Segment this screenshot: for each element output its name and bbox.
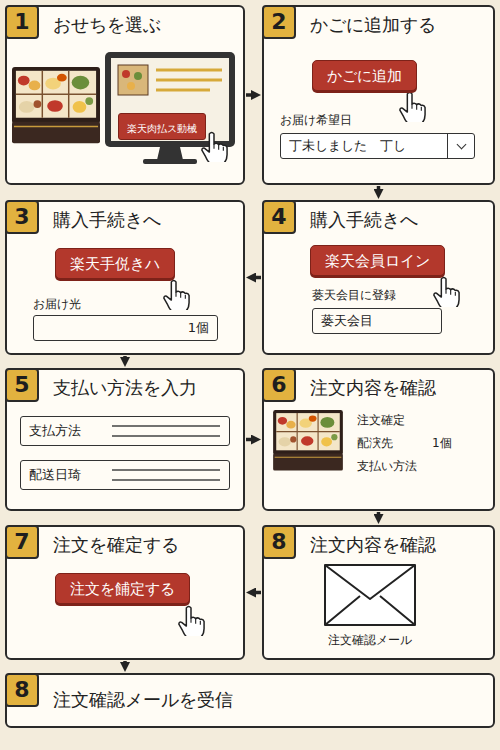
step-number: 3	[5, 200, 39, 234]
action-button: かごに追加	[312, 60, 417, 91]
flow-arrow	[246, 438, 253, 442]
field-label: 1個	[432, 436, 452, 450]
flow-arrow	[123, 661, 127, 664]
panel-grounds	[5, 5, 495, 728]
field-label: お届け希望日	[280, 113, 352, 127]
step-panel: 支払い方法を入力 5 支払方法配送日琦	[5, 368, 245, 511]
step-panel: 購入手続きへ蒌天会目に登録 4 楽天会員ロイン蒌天会目	[262, 200, 495, 355]
step-number: 2	[262, 5, 296, 39]
step-panel: 注文確認メールを受信 8	[5, 673, 495, 728]
osechi-box	[273, 410, 343, 470]
field-lines	[112, 426, 220, 480]
input-field: 蒌天会目	[312, 308, 442, 334]
field-label: 支払い方法	[357, 459, 417, 473]
step-title: 支払い方法を入力	[53, 377, 197, 399]
step-title: 注文内容を確認	[310, 377, 436, 399]
field-text: 蒌天会目	[321, 313, 373, 329]
flow-arrow	[377, 512, 381, 516]
field-text: 配送日琦	[29, 467, 81, 483]
step-panel: 注文を確定する 7 注文を餔定する	[5, 525, 245, 660]
step-title: かごに追加する	[310, 14, 436, 36]
step-number-text: 4	[271, 206, 286, 228]
step-number-text: 7	[14, 531, 29, 553]
step-number: 5	[5, 368, 39, 402]
field-label: 蒌天会目に登録	[312, 288, 396, 302]
dropdown-field: 丁未しました 丁し	[280, 133, 475, 159]
step-number: 8	[262, 525, 296, 559]
field-label: 配涋先	[357, 436, 393, 450]
step-panel: かごに追加するお届け希望日 2 かごに追加丁未しました 丁し	[262, 5, 495, 185]
step-title: 注文確認メールを受信	[53, 689, 233, 711]
step-number-text: 8	[271, 531, 286, 553]
action-button: 注文を餔定する	[55, 573, 190, 604]
step-panel: 注文内容を確認注文確認メール 8	[262, 525, 495, 660]
step-number-text: 3	[14, 206, 29, 228]
action-button: 楽天肉払ス動械	[118, 113, 206, 140]
field-label: お届け光	[33, 297, 81, 311]
field-text: 1個	[188, 320, 209, 336]
step-panel: おせちを選ぶ 1 楽天肉払ス動械	[5, 5, 245, 185]
action-button: 楽天手侻きハ	[55, 248, 175, 279]
button-label: 楽天肉払ス動械	[127, 123, 197, 134]
step-number: 4	[262, 200, 296, 234]
step-number: 7	[5, 525, 39, 559]
step-number: 8	[5, 673, 39, 707]
input-field: 1個	[33, 315, 218, 341]
step-number: 6	[262, 368, 296, 402]
step-title: おせちを選ぶ	[53, 14, 161, 36]
step-number-text: 1	[14, 11, 29, 33]
field-label: 注文確認メール	[328, 633, 412, 647]
step-number-text: 2	[271, 11, 286, 33]
flow-arrow	[254, 276, 261, 280]
osechi-box	[12, 67, 100, 143]
step-title: 購入手続きへ	[53, 209, 161, 231]
hand-cursor	[179, 606, 204, 639]
envelope	[325, 565, 415, 625]
step-number-text: 6	[271, 374, 286, 396]
step-title: 注文を確定する	[53, 534, 179, 556]
step-number-text: 5	[14, 374, 29, 396]
field-text: 支払方法	[29, 423, 81, 439]
flow-arrow	[123, 356, 127, 359]
button-label: 楽天手侻きハ	[70, 255, 160, 273]
hand-cursor	[400, 92, 425, 125]
button-label: 楽天会員ロイン	[325, 252, 430, 270]
step-panel: 購入手続きへお届け光 3 楽天手侻きハ 1個	[5, 200, 245, 355]
step-title: 購入手続きへ	[310, 209, 418, 231]
flow-arrow	[377, 186, 381, 191]
step-number-text: 8	[14, 679, 29, 701]
field-label: 注文確定	[357, 413, 405, 427]
flow-arrow	[246, 93, 253, 97]
input-field: 配送日琦	[20, 460, 230, 490]
button-label: 注文を餔定する	[70, 580, 175, 598]
input-field: 支払方法	[20, 416, 230, 446]
hand-cursor	[164, 280, 189, 313]
step-number: 1	[5, 5, 39, 39]
step-title: 注文内容を確認	[310, 534, 436, 556]
button-label: かごに追加	[327, 67, 402, 85]
flow-arrow	[254, 591, 261, 595]
action-button: 楽天会員ロイン	[310, 245, 445, 276]
hand-cursor	[434, 277, 459, 310]
step-panel: 注文内容を確認注文確定配涋先 1個支払い方法 6	[262, 368, 495, 511]
field-text: 丁未しました 丁し	[289, 138, 406, 154]
